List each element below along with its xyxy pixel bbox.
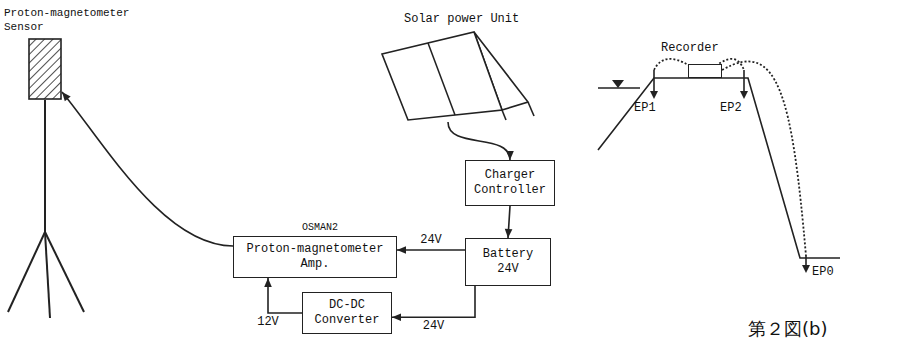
node-text-group: Battery24V (479, 244, 537, 280)
node-text-group: Charger Controller (466, 165, 554, 201)
electrode-label: EP0 (812, 265, 834, 279)
voltage-label: 24V (418, 234, 444, 247)
node-label: Proton-magnetometer Amp. (238, 242, 392, 272)
node-label: Charger Controller (470, 168, 550, 198)
node-text-group: DC-DC Converter (303, 295, 391, 331)
node-label: 24V (483, 262, 533, 277)
figure-caption: 第２図(b) (748, 318, 827, 340)
connector-line (397, 249, 465, 251)
electrode-label: EP2 (720, 101, 742, 115)
arrowhead (264, 278, 272, 287)
electrodes (650, 70, 810, 273)
arrowhead (397, 246, 406, 254)
arrowhead (392, 313, 401, 321)
solar-panel-unit: Solar power Unit (378, 30, 538, 122)
node-text-group: Proton-magnetometer Amp. (234, 239, 396, 275)
node-heading: OSMAN2 (302, 221, 338, 235)
connector (62, 92, 233, 246)
arrowhead (62, 92, 71, 101)
connector (505, 206, 513, 238)
cables (654, 59, 806, 256)
connector (392, 286, 475, 321)
connector-line (392, 286, 475, 317)
tripod (8, 100, 84, 318)
connector-line (268, 278, 302, 313)
connector-line (62, 92, 233, 246)
node-heading: Proton-magnetometer Sensor (4, 6, 144, 34)
electrode-label: EP1 (634, 101, 656, 115)
process-box: Charger Controller (465, 160, 555, 206)
process-box: Battery24V (465, 238, 551, 286)
arrowhead (505, 229, 513, 238)
node-label: Battery (483, 247, 533, 262)
sensor-hatch (28, 38, 62, 100)
voltage-label: 12V (255, 316, 281, 329)
connector (397, 246, 465, 254)
node-heading: Solar power Unit (404, 12, 519, 26)
sensor-symbol: Proton-magnetometer Sensor (28, 38, 62, 100)
voltage-label: 24V (421, 320, 447, 333)
arrowhead (506, 151, 514, 160)
process-box: DC-DC Converter (302, 292, 392, 334)
node-label: DC-DC Converter (307, 298, 387, 328)
node-heading: Recorder (661, 41, 719, 55)
connector (264, 278, 302, 313)
process-box: OSMAN2Proton-magnetometer Amp. (233, 236, 397, 278)
recorder-box: Recorder (688, 64, 722, 78)
connector-line (448, 122, 510, 160)
connector (448, 122, 514, 160)
solar-panel (378, 30, 538, 122)
